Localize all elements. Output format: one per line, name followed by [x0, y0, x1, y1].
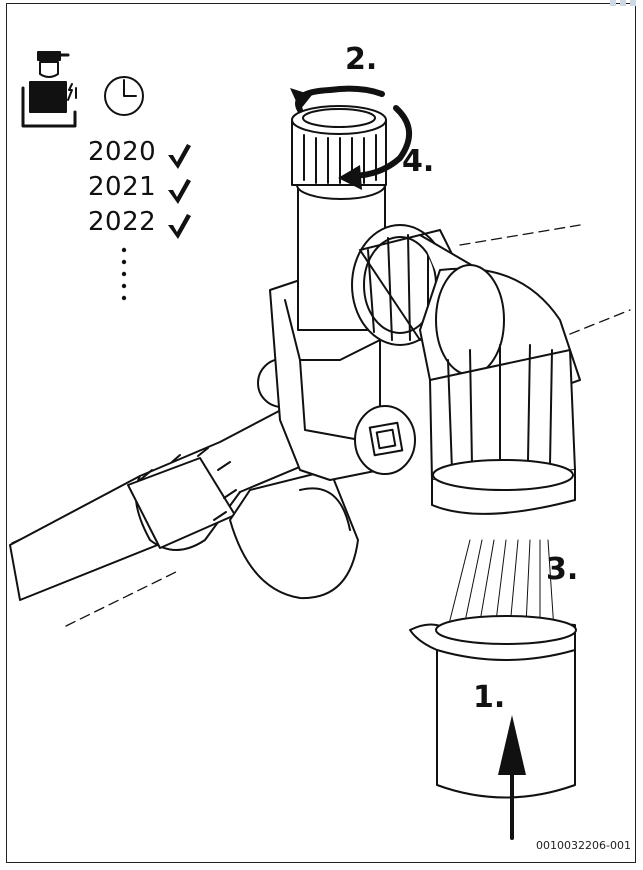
technician-icon [21, 51, 77, 128]
step-1-label: 1. [473, 680, 506, 715]
figure-code: 0010032206-001 [536, 839, 631, 852]
checkmark-icon [168, 214, 191, 239]
maintenance-years: 2020 2021 2022 [88, 134, 156, 239]
rotate-close-arrow [338, 105, 412, 190]
flow-arrow [498, 715, 526, 840]
year-label: 2021 [88, 171, 157, 202]
year-label: 2022 [88, 206, 157, 237]
year-label: 2020 [88, 136, 157, 167]
step-2-label: 2. [345, 42, 378, 77]
year-entry: 2021 [88, 169, 156, 204]
filter-cage [429, 344, 576, 515]
step-4-label: 4. [402, 144, 435, 179]
step-3-label: 3. [546, 552, 579, 587]
measuring-cup [409, 615, 577, 799]
year-entry: 2020 [88, 134, 156, 169]
rotate-open-arrow [290, 85, 385, 113]
year-entry: 2022 [88, 204, 156, 239]
vertical-dots-icon [121, 247, 127, 301]
checkmark-icon [168, 144, 191, 169]
checkmark-group [168, 144, 191, 239]
clock-icon [104, 76, 144, 116]
checkmark-icon [168, 179, 191, 204]
corner-mark [610, 0, 636, 6]
